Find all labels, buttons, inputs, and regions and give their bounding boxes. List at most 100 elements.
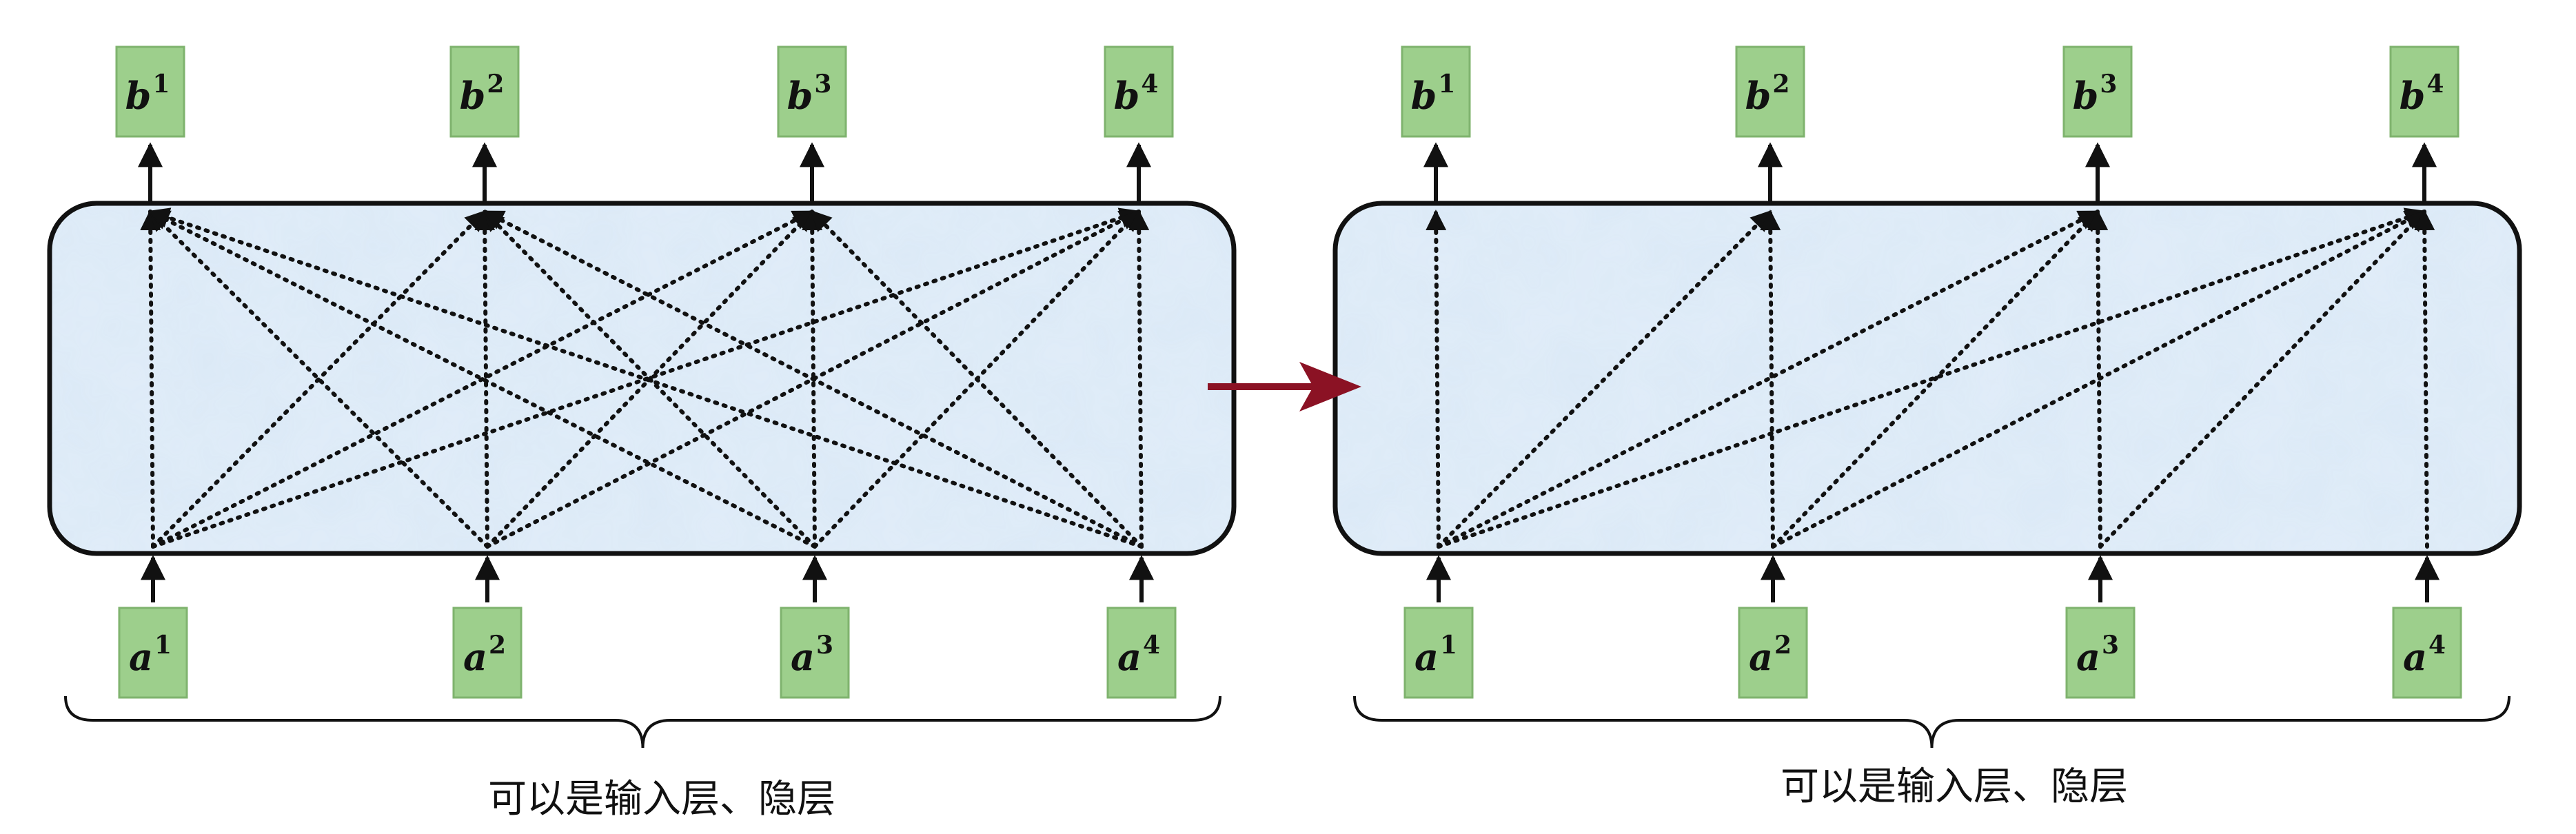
output-token-b1-box [115,45,185,138]
output-token-b4-base: b [2400,74,2426,118]
output-token-b4-base: b [1114,74,1140,118]
output-token-b3-box [777,45,847,138]
input-token-a2-superscript: 2 [1774,631,1792,660]
output-token-b2-label: b2 [460,70,505,118]
output-token-b2-superscript: 2 [1772,70,1789,99]
input-token-a1-base: a [1414,635,1439,679]
output-token-b3: b3 [2062,45,2133,138]
input-token-a2-superscript: 2 [489,631,506,660]
output-token-b3-superscript: 3 [2100,70,2117,99]
input-token-a3-label: a3 [2076,631,2119,679]
output-token-b2-base: b [460,74,486,118]
input-token-a4-superscript: 4 [1143,631,1160,660]
output-token-b1-box [1401,45,1471,138]
output-token-b4-label: b4 [2400,70,2444,118]
input-token-a4: a4 [1106,607,1177,699]
connection-a3-to-b3 [2087,210,2109,549]
output-token-b1: b1 [1401,45,1471,138]
panel-caption: 可以是输入层、隐层 [488,777,835,822]
input-token-a1-superscript: 1 [154,631,172,660]
connection-a4-to-b3 [810,210,1144,549]
input-token-a4-label: a4 [2403,631,2446,679]
output-token-b2-base: b [1745,74,1772,118]
connection-a1-to-b2 [1437,210,1772,549]
connection-a4-to-b4 [2414,210,2435,549]
output-token-b4: b4 [1104,45,1174,138]
output-token-b4-superscript: 4 [2426,70,2444,99]
input-token-a3: a3 [780,607,850,699]
output-token-b1: b1 [115,45,185,138]
input-token-a3-label: a3 [791,631,833,679]
connection-a1-to-b4 [1437,207,2426,549]
input-token-a1: a1 [1403,607,1474,699]
input-token-a4-base: a [2403,635,2427,679]
input-token-a1: a1 [118,607,188,699]
output-token-b2: b2 [449,45,520,138]
attention-layer-texture [1335,203,2519,553]
input-token-a4-base: a [1117,635,1142,679]
curly-brace [64,695,1221,749]
connection-a1-to-b2 [151,210,487,549]
input-token-a4-superscript: 4 [2428,631,2446,660]
output-token-b2: b2 [1735,45,1805,138]
connection-a2-to-b4 [1771,210,2426,549]
connection-a2-to-b3 [1771,210,2100,549]
output-token-b3-label: b3 [787,70,832,118]
output-token-b1-base: b [1411,74,1437,118]
output-token-b3-base: b [2073,74,2099,118]
connection-a4-to-b2 [483,210,1144,549]
input-token-a2-label: a2 [463,631,506,679]
input-token-a3-box [780,607,850,699]
connection-a3-to-b3 [802,210,823,549]
output-token-b1-label: b1 [125,70,170,118]
input-token-a3-superscript: 3 [2102,631,2119,660]
input-token-a1-base: a [129,635,153,679]
input-token-a2-base: a [1749,635,1773,679]
output-token-b2-box [449,45,520,138]
input-token-a1-label: a1 [129,631,172,679]
input-token-a2-label: a2 [1749,631,1792,679]
connection-a2-to-b1 [148,210,489,549]
output-token-b1-base: b [125,74,152,118]
connection-a2-to-b2 [1760,210,1781,549]
input-token-a4-box [2392,607,2462,699]
input-token-a3-superscript: 3 [816,631,833,660]
connection-a1-to-b3 [151,210,814,549]
output-token-b4-label: b4 [1114,70,1159,118]
output-token-b1-superscript: 1 [152,70,170,99]
connection-a4-to-b1 [148,207,1144,549]
input-token-a1-superscript: 1 [1440,631,1457,660]
output-token-b3-base: b [787,74,813,118]
input-token-a2-box [452,607,523,699]
input-token-a2-box [1738,607,1808,699]
output-token-b3-superscript: 3 [814,70,831,99]
input-token-a1-box [118,607,188,699]
attention-layer-border [47,201,1237,556]
input-token-a3-box [2065,607,2136,699]
connection-a1-to-b1 [140,210,161,549]
input-token-a3-base: a [2076,635,2100,679]
output-token-b4-superscript: 4 [1141,70,1158,99]
output-token-b4: b4 [2389,45,2460,138]
input-token-a2-base: a [463,635,487,679]
input-token-a2: a2 [452,607,523,699]
panel-caption: 可以是输入层、隐层 [1781,764,2128,809]
output-token-b4-box [2389,45,2460,138]
output-token-b3-label: b3 [2073,70,2118,118]
input-token-a3: a3 [2065,607,2136,699]
output-token-b3-box [2062,45,2133,138]
connection-a4-to-b4 [1128,210,1150,549]
transition-arrow-head [1299,362,1361,411]
connection-a1-to-b3 [1437,210,2100,549]
connection-a2-to-b2 [474,210,496,549]
input-token-a2: a2 [1738,607,1808,699]
connection-a3-to-b4 [2098,210,2426,549]
connection-a1-to-b1 [1426,210,1447,549]
output-token-b2-superscript: 2 [487,70,504,99]
input-token-a1-label: a1 [1414,631,1457,679]
input-token-a1-box [1403,607,1474,699]
output-token-b1-superscript: 1 [1438,70,1455,99]
